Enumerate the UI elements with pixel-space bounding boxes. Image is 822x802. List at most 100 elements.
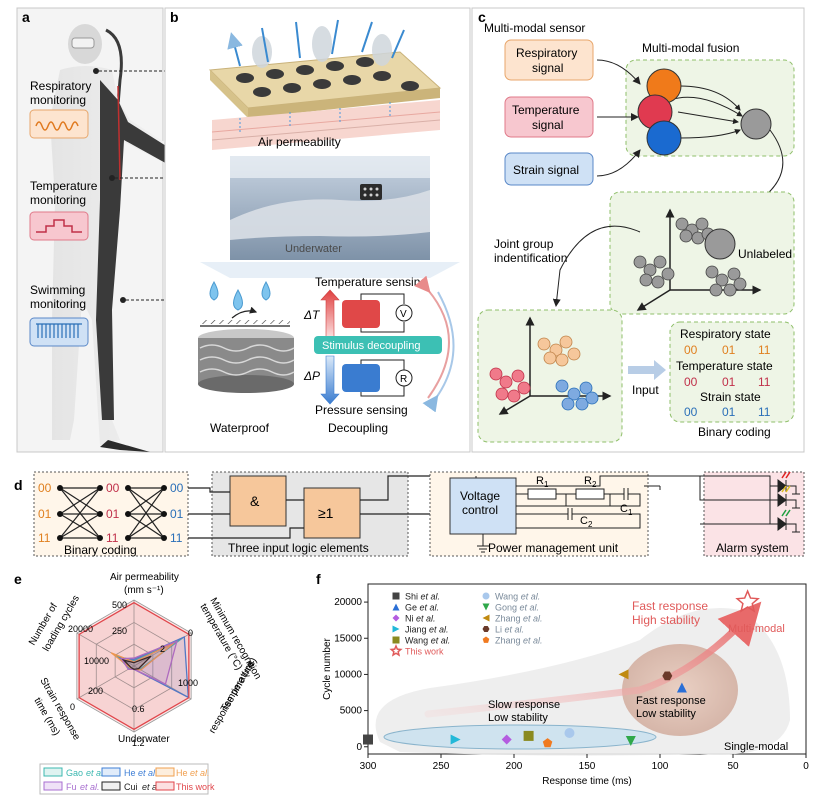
legend-text-4: Wang et al. [405, 636, 450, 646]
binary-coding-label-c: Binary coding [698, 425, 771, 439]
delta-t-label: ΔT [303, 308, 321, 322]
air-permeability-label: Air permeability [258, 135, 341, 149]
x-tick-label: 0 [803, 761, 809, 772]
binary-coding-label-d: Binary coding [64, 543, 137, 557]
x-axis-label: Response time (ms) [542, 776, 631, 787]
resp-code-11: 11 [758, 343, 771, 357]
resp-code-00: 00 [684, 343, 698, 357]
radar-axis-air-l2: (mm s⁻¹) [124, 585, 164, 596]
stimulus-decoupling-banner [314, 336, 442, 354]
strain-state-label: Strain state [700, 390, 761, 404]
respiratory-signal-l1: Respiratory [516, 46, 577, 60]
d-code-00-b: 00 [106, 481, 120, 495]
panel-d-letter: d [14, 477, 23, 493]
label-respiratory-1: Respiratory [30, 79, 91, 93]
data-point-2 [501, 734, 512, 745]
legend-text-10: Zhang et al. [495, 636, 543, 646]
legend-text-6: Wang et al. [495, 592, 540, 602]
legend-name: Li [495, 625, 505, 635]
radar-series-this-work [78, 601, 190, 731]
d-code-01-a: 01 [38, 507, 52, 521]
panel-e-letter: e [14, 571, 22, 587]
annotation-fast-low-2: Low stability [636, 708, 696, 720]
led-glow-icons [781, 471, 791, 517]
radar-tick-temp-0: 0 [188, 628, 193, 638]
unlabeled-cluster-plot [633, 208, 762, 311]
legend-suffix: et al. [420, 603, 440, 613]
alarm-system-label: Alarm system [716, 541, 789, 555]
radar-chart [76, 599, 192, 733]
temperature-up-arrow [320, 289, 340, 339]
data-point-9 [662, 671, 673, 681]
legend-cui-name: Cui [124, 782, 138, 792]
x-tick-label: 200 [506, 761, 523, 772]
legend-text-7: Gong et al. [495, 603, 539, 613]
radar-series-cui [121, 655, 152, 670]
legend-swatch-he-1 [101, 767, 121, 777]
c2-sub: 2 [588, 520, 593, 529]
r1-label: R [536, 475, 544, 487]
legend-marker-0 [392, 592, 400, 600]
unlabeled-label: Unlabeled [738, 247, 792, 261]
legend-he1-name: He [124, 768, 136, 778]
swimming-icon [29, 317, 89, 347]
annotation-fast-high-2: High stability [632, 613, 700, 627]
annotation-slow-low-2: Low stability [488, 712, 548, 724]
panel-a-letter: a [22, 9, 30, 25]
data-point-4 [523, 730, 534, 741]
pressure-down-arrow [320, 355, 340, 405]
respiratory-signal-box [504, 39, 594, 81]
panel-f-letter: f [316, 571, 321, 587]
fusion-network [596, 59, 784, 201]
legend-swatch-he-2 [155, 767, 175, 777]
state-box [669, 321, 795, 423]
radar-tick-1000: 1000 [178, 678, 198, 688]
radar-axis-air-l1: Air permeability [110, 572, 179, 583]
data-point-5 [735, 589, 760, 613]
fusion-title: Multi-modal fusion [642, 41, 739, 55]
x-tick-label: 100 [652, 761, 669, 772]
legend-name: Jiang [405, 625, 429, 635]
radar-tick-20000: 20000 [68, 624, 93, 634]
legend-marker-6 [482, 592, 490, 600]
y-axis-label: Cycle number [322, 637, 333, 699]
legend-name: Wang [405, 636, 431, 646]
legend-name: Ni [405, 614, 416, 624]
legend-marker-4 [392, 636, 400, 644]
legend-name: Shi [405, 592, 421, 602]
legend-he1-suffix: et al. [138, 768, 158, 778]
or-gate-symbol: ≥1 [318, 505, 334, 521]
legend-swatch-this-work-e [155, 781, 175, 791]
d-code-01-b: 01 [106, 507, 120, 521]
legend-this-work-e: This work [176, 782, 215, 792]
y-tick-label: 15000 [334, 633, 362, 644]
radar-tick-temp-2: 2 [160, 644, 165, 654]
stimulus-decoupling-label: Stimulus decoupling [322, 340, 420, 352]
scatter-legend: Shi et al.Ge et al.Ni et al.Jiang et al.… [389, 592, 543, 657]
data-point-6 [564, 728, 575, 739]
delta-p-label: ΔP [303, 369, 320, 383]
r2-label: R [584, 475, 592, 487]
radar-tick-200: 200 [88, 686, 103, 696]
pressure-sensing-label: Pressure sensing [315, 403, 408, 417]
temp-code-00: 00 [684, 375, 698, 389]
joint-group-l1: Joint group [494, 237, 554, 251]
legend-marker-1 [392, 603, 400, 611]
and-gate [229, 475, 287, 527]
legend-marker-7 [482, 603, 490, 611]
radar-axis-underwater: Underwater [118, 734, 170, 745]
legend-name: This work [405, 647, 444, 657]
legend-cui-suffix: et al. [142, 782, 162, 792]
radar-legend: Gao et al. He et al. He et al. Fu et al.… [39, 763, 215, 795]
legend-text-9: Li et al. [495, 625, 524, 635]
radar-tick-500: 500 [112, 600, 127, 610]
voltmeter-symbol: V [400, 309, 407, 320]
legend-marker-8 [482, 614, 490, 622]
d-code-00-a: 00 [38, 481, 52, 495]
waterproof-label: Waterproof [210, 421, 270, 435]
legend-suffix: et al. [520, 603, 540, 613]
temperature-signal-l2: signal [532, 118, 563, 132]
input-arrow [628, 360, 666, 380]
